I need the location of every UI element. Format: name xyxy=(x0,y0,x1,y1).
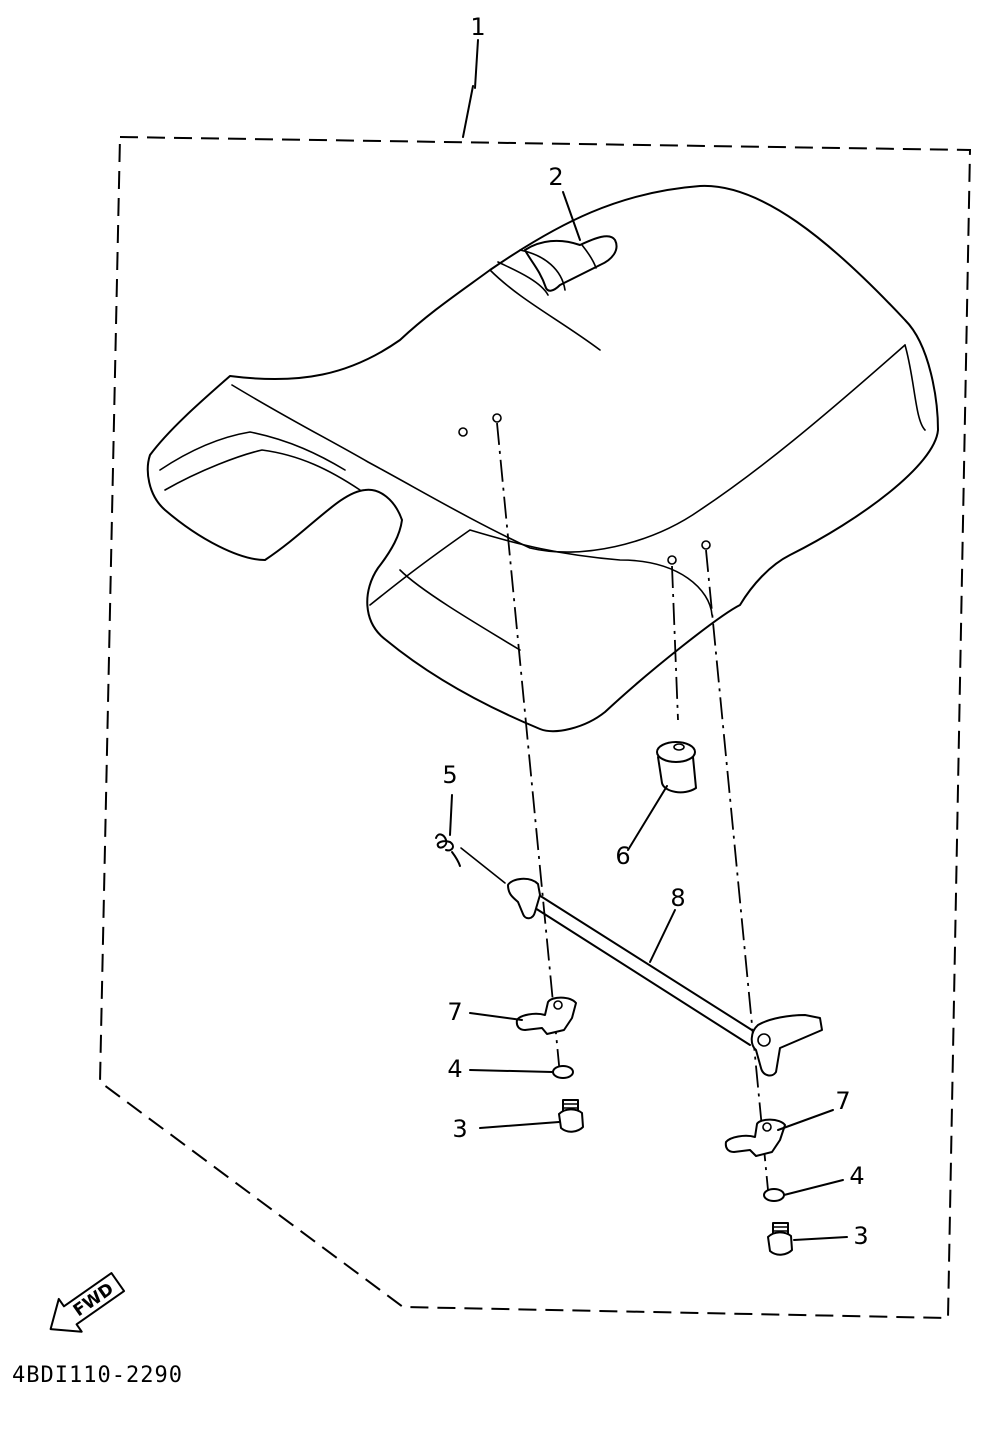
callout-4-right: 4 xyxy=(849,1162,864,1190)
leader-4a xyxy=(469,1069,553,1073)
callout-3-right: 3 xyxy=(853,1222,868,1250)
leader-7b xyxy=(777,1109,834,1131)
leader-2 xyxy=(562,191,581,241)
leader-3b xyxy=(793,1236,848,1241)
washer-part-4-left xyxy=(552,1065,574,1079)
callout-8: 8 xyxy=(670,884,685,912)
spring-part-5 xyxy=(435,833,506,884)
callout-7-left: 7 xyxy=(447,998,462,1026)
callouts: 1 2 3 3 4 4 5 6 7 7 8 xyxy=(442,13,868,1250)
leader-6 xyxy=(627,785,668,851)
bolt-part-3-right xyxy=(767,1222,793,1256)
damper-part-6 xyxy=(656,741,697,794)
drawing-code: 4BDI110-2290 xyxy=(12,1363,183,1388)
leader-1 xyxy=(462,39,479,138)
fwd-arrow-icon: FWD xyxy=(49,1272,126,1333)
callout-6: 6 xyxy=(615,842,630,870)
bolt-part-3-left xyxy=(558,1099,584,1133)
callout-7-right: 7 xyxy=(835,1087,850,1115)
bracket-part-7-right xyxy=(724,1118,786,1157)
leader-7a xyxy=(469,1012,523,1021)
callout-1: 1 xyxy=(470,13,485,41)
bracket-part-7-left xyxy=(515,996,577,1035)
leader-8 xyxy=(649,909,676,963)
leader-5 xyxy=(449,794,453,836)
leader-4b xyxy=(783,1179,844,1196)
callout-4-left: 4 xyxy=(447,1055,462,1083)
rod-part-8 xyxy=(507,877,823,1077)
alignment-lines xyxy=(496,422,769,1191)
callout-3-left: 3 xyxy=(452,1115,467,1143)
washer-part-4-right xyxy=(763,1188,785,1202)
callout-5: 5 xyxy=(442,761,457,789)
seat xyxy=(146,184,939,733)
leader-3a xyxy=(479,1121,560,1129)
callout-2: 2 xyxy=(548,163,563,191)
assembly-boundary xyxy=(98,135,972,1320)
